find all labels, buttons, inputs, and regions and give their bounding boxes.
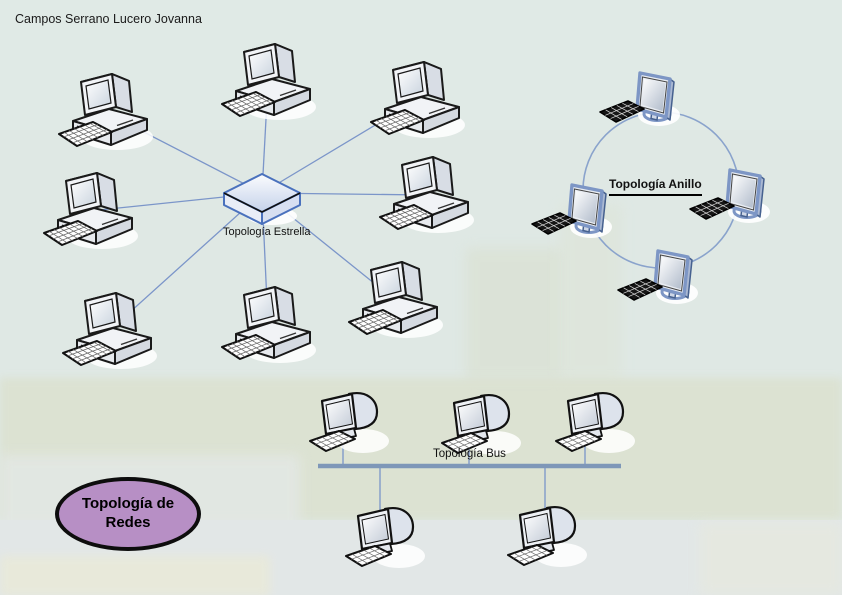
bus-topology-label: Topología Bus: [433, 448, 506, 460]
lcd-computer-icon: [598, 71, 682, 128]
desktop-computer-icon: [348, 261, 444, 339]
crt-computer-icon: [554, 392, 637, 455]
author-title: Campos Serrano Lucero Jovanna: [15, 12, 202, 26]
desktop-computer-icon: [221, 286, 317, 364]
lcd-computer-icon: [530, 183, 614, 240]
diagram-title-line1: Topología de: [81, 495, 175, 513]
desktop-computer-icon: [221, 43, 317, 121]
diagram-title-line2: Redes: [105, 514, 151, 531]
lcd-computer-icon: [616, 249, 700, 306]
lcd-computer-icon: [688, 168, 772, 225]
ring-topology-label: Topología Anillo: [609, 177, 702, 196]
diagram-title-ellipse: Topología de Redes: [55, 477, 201, 551]
crt-computer-icon: [440, 394, 523, 457]
crt-computer-icon: [308, 392, 391, 455]
bus-computers: [308, 392, 637, 570]
desktop-computer-icon: [58, 73, 154, 151]
crt-computer-icon: [506, 506, 589, 569]
crt-computer-icon: [344, 507, 427, 570]
desktop-computer-icon: [62, 292, 158, 370]
desktop-computer-icon: [370, 61, 466, 139]
desktop-computer-icon: [43, 172, 139, 250]
star-topology-label: Topología Estrella: [223, 226, 311, 238]
